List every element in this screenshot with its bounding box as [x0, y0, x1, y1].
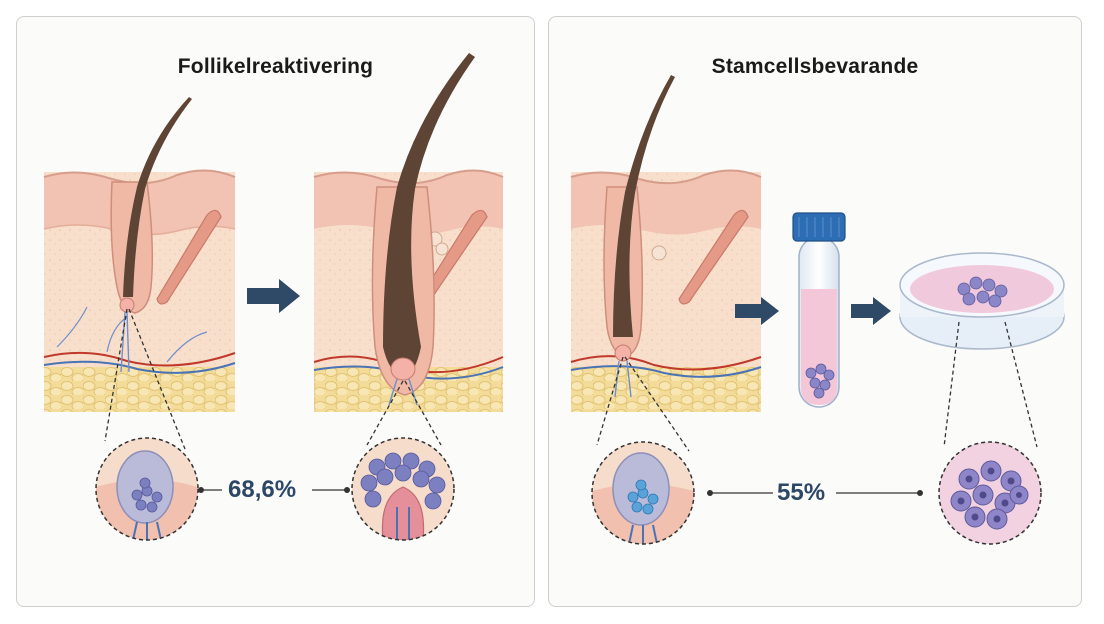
zoom-circle-active-follicle: [351, 437, 455, 541]
zoom-circle-cultured-cells: [938, 441, 1042, 545]
stat-value: 68,6%: [228, 476, 297, 503]
arrow-right-icon: [247, 279, 300, 313]
panel-title: Stamcellsbevarande: [711, 55, 919, 78]
skin-section: [570, 75, 762, 412]
panel-title: Follikelreaktivering: [177, 55, 374, 78]
stat-value: 55%: [777, 479, 826, 506]
arrow-right-icon: [851, 297, 891, 325]
panel-stem-cell-preservation: Stamcellsbevarande: [548, 16, 1082, 607]
follicle-diagram: [43, 53, 504, 541]
test-tube-icon: [792, 212, 846, 408]
zoom-circle-dormant-follicle: [95, 437, 199, 541]
skin-section-after: [313, 53, 504, 412]
panel-follicle-reactivation: Follikelreaktivering: [16, 16, 535, 607]
skin-section-before: [43, 97, 236, 412]
petri-dish-icon: [899, 252, 1065, 350]
arrow-right-icon: [735, 297, 779, 325]
zoom-circle-follicle-stem-cells: [591, 441, 695, 545]
stem-cell-diagram: [570, 75, 1065, 545]
